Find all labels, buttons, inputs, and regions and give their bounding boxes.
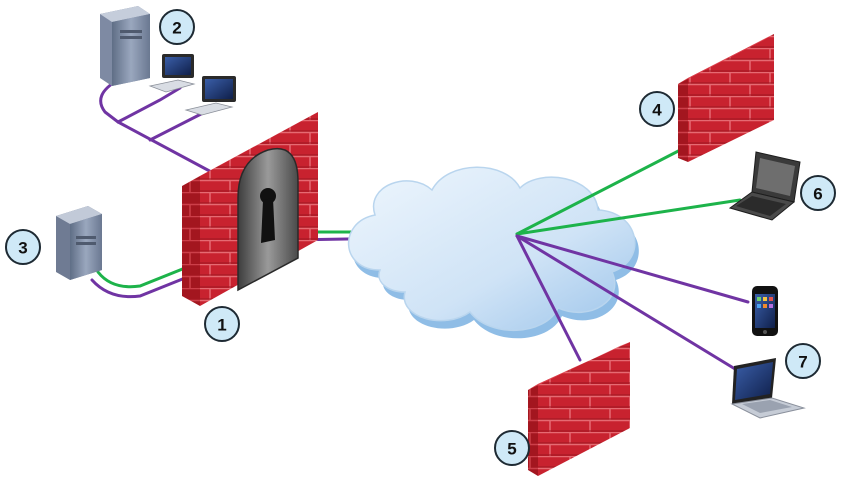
badge-6: 6 (800, 175, 836, 211)
link-hub-to-phone (515, 234, 750, 304)
server-tower-icon (56, 206, 102, 280)
link-server3-green (96, 260, 202, 289)
badge-3-label: 3 (18, 239, 27, 258)
cloud-icon (347, 166, 639, 339)
badge-6-label: 6 (813, 185, 822, 204)
keyhole-firewall-icon (182, 112, 318, 306)
smartphone-icon (752, 286, 778, 336)
badge-2-label: 2 (172, 19, 181, 38)
link-hub-to-firewall5 (515, 234, 582, 362)
badge-4-label: 4 (652, 101, 662, 120)
link-server3-purple (90, 270, 202, 299)
firewall-5 (528, 342, 630, 476)
badge-1-label: 1 (217, 316, 226, 335)
server-workstations-icon (100, 6, 236, 116)
link-hub-to-firewall4 (515, 143, 692, 236)
keyhole-icon (260, 188, 276, 243)
badge-7-label: 7 (798, 353, 807, 372)
laptop-6 (728, 151, 801, 221)
firewall-4 (678, 34, 774, 162)
hub-links (515, 143, 750, 374)
laptop-7 (730, 358, 806, 419)
link-hub-to-laptop6 (515, 198, 742, 236)
badge-1: 1 (204, 306, 240, 342)
badge-2: 2 (159, 9, 195, 45)
link-hub-to-laptop7 (515, 234, 742, 374)
badge-4: 4 (639, 91, 675, 127)
badge-7: 7 (785, 343, 821, 379)
badge-5: 5 (494, 430, 530, 466)
badge-5-label: 5 (507, 440, 516, 459)
link-workstation-b (148, 110, 207, 142)
badge-3: 3 (5, 229, 41, 265)
workstation-b (184, 76, 236, 116)
workstation-a (148, 54, 196, 93)
server-tower-2 (100, 6, 150, 86)
link-workstation-a (116, 86, 182, 124)
